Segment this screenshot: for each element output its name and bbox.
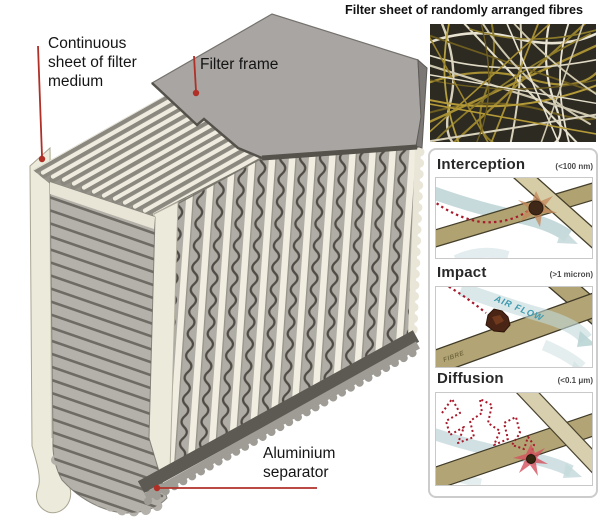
bottom-edge-separator xyxy=(137,330,424,505)
fiber-photo-title: Filter sheet of randomly arranged fibres xyxy=(345,3,583,17)
panel-title-interception: Interception (<100 nm) xyxy=(437,156,593,173)
particle-path-dotted xyxy=(436,201,529,224)
brownian-path-dotted xyxy=(441,398,535,458)
panel-name: Interception xyxy=(437,156,526,173)
fiber-photo-image xyxy=(423,15,600,151)
particle xyxy=(526,454,536,464)
label-filter-frame: Filter frame xyxy=(200,56,279,73)
panel-name: Diffusion xyxy=(437,370,504,387)
filter-frame-top xyxy=(150,13,428,161)
fibre-band xyxy=(516,393,592,474)
callout-dot-separator xyxy=(153,484,161,492)
callout-dots xyxy=(38,89,200,492)
label-filter-medium: Continuous sheet of filter medium xyxy=(48,35,137,91)
panel-title-impact: Impact (>1 micron) xyxy=(437,264,593,281)
particle-path-dotted xyxy=(447,287,487,314)
panel-size-range: (>1 micron) xyxy=(549,270,593,279)
callout-dot-frame xyxy=(192,89,200,97)
panel-name: Impact xyxy=(437,264,487,281)
flow-arrowhead-icon xyxy=(557,228,578,244)
callout-line-frame xyxy=(193,55,197,92)
label-aluminium-separator: Aluminium separator xyxy=(263,445,336,482)
front-face-pleats xyxy=(141,146,425,485)
air-flow-arrow xyxy=(458,287,592,344)
flow-arrowhead-icon xyxy=(572,361,580,367)
flow-arrowhead-icon xyxy=(577,331,592,347)
impact-illustration: AIR FLOW FIBRE xyxy=(435,286,593,368)
panel-size-range: (<0.1 μm) xyxy=(557,376,593,385)
flow-arrowhead-icon xyxy=(563,463,582,478)
panel-title-diffusion: Diffusion (<0.1 μm) xyxy=(437,370,593,387)
particle xyxy=(528,200,544,216)
callout-dot-medium xyxy=(38,155,46,163)
aluminium-separator-sheet xyxy=(49,181,169,517)
panel-size-range: (<100 nm) xyxy=(555,162,593,171)
diffusion-illustration xyxy=(435,392,593,486)
interception-illustration xyxy=(435,177,593,259)
callout-lines xyxy=(37,45,317,489)
callout-line-medium xyxy=(37,45,43,157)
